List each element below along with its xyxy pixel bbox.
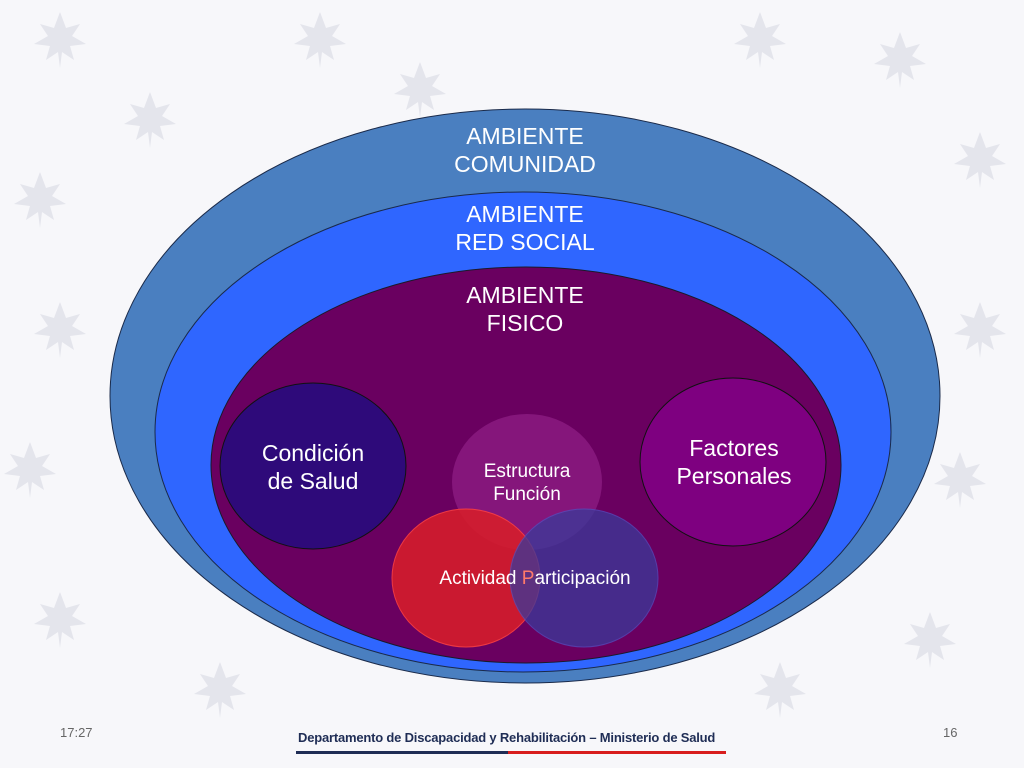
slide-number: 16 <box>943 725 958 740</box>
department-footer: Departamento de Discapacidad y Rehabilit… <box>298 730 716 745</box>
activity-label: Actividad <box>439 568 522 589</box>
slide-time: 17:27 <box>60 725 93 740</box>
community-label: AMBIENTE COMUNIDAD <box>454 123 596 177</box>
footer-bar-blue <box>296 751 508 754</box>
footer-bar-red <box>508 751 726 754</box>
participation-initial: P <box>521 568 535 589</box>
structure-function-label: Estructura Función <box>483 461 571 505</box>
social-network-label: AMBIENTE RED SOCIAL <box>455 201 595 255</box>
health-condition-circle <box>219 382 407 550</box>
activity-participation-label: Actividad Participación <box>405 568 665 591</box>
participation-label: articipación <box>534 568 631 589</box>
personal-factors-label: Factores Personales <box>676 435 792 489</box>
personal-factors-circle <box>639 377 827 547</box>
physical-label: AMBIENTE FISICO <box>466 282 584 336</box>
participation-circle <box>509 508 659 648</box>
health-condition-label: Condición de Salud <box>261 440 365 494</box>
